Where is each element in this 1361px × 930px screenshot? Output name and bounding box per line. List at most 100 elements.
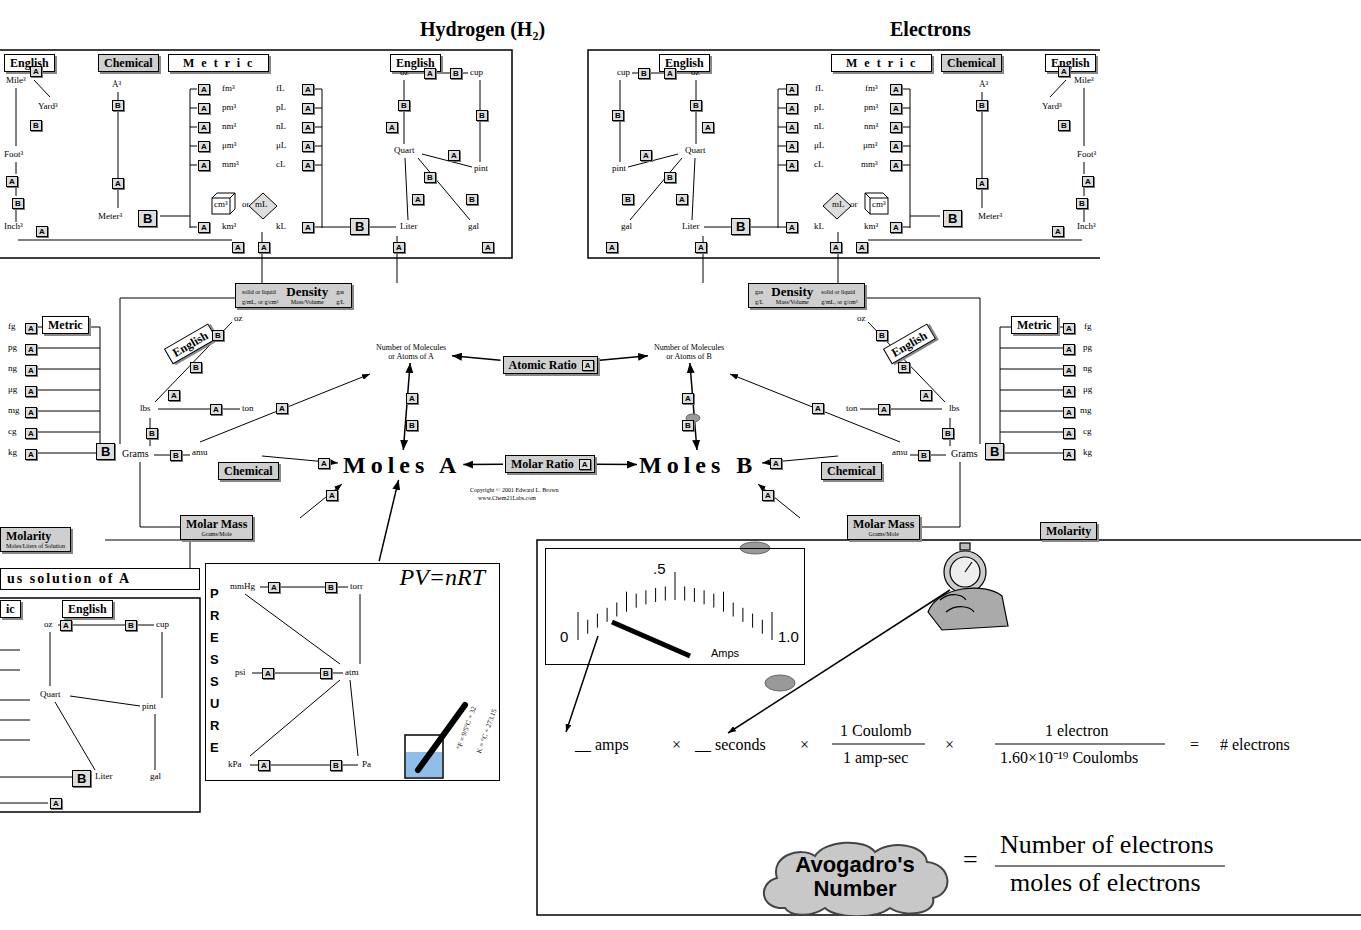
step-tag: B xyxy=(138,210,157,227)
dial-number: 0 xyxy=(560,628,568,645)
drawing-circle xyxy=(950,557,980,587)
step-tag: A xyxy=(890,141,902,152)
step-tag: A xyxy=(786,222,798,233)
step-tag: A xyxy=(25,449,37,460)
unit-label: fL xyxy=(276,84,285,94)
drawing-polygon xyxy=(249,193,277,219)
connector-arrow xyxy=(600,356,648,361)
equation-term: × xyxy=(800,736,809,754)
unit-label: Inch³ xyxy=(1077,222,1096,232)
step-tag: A xyxy=(890,160,902,171)
step-tag: A xyxy=(198,103,210,114)
step-tag: A xyxy=(25,365,37,376)
unit-label: mm³ xyxy=(861,160,878,170)
node-text: Molar Ratio xyxy=(511,457,574,471)
unit-label: or xyxy=(850,200,858,210)
unit-header: English xyxy=(1045,54,1096,72)
step-tag: B xyxy=(612,110,624,121)
drawing-line xyxy=(607,608,608,622)
drawing-path xyxy=(105,540,190,568)
unit-label: amu xyxy=(892,448,908,458)
unit-label: Quart xyxy=(40,690,61,700)
axis-letter: R xyxy=(210,718,219,733)
step-tag: A xyxy=(302,160,314,171)
unit-label: μm³ xyxy=(222,141,237,151)
drawing-ellipse xyxy=(765,675,795,691)
step-tag: A xyxy=(6,176,18,187)
unit-header: Chemical xyxy=(218,462,279,480)
step-tag: A xyxy=(702,122,714,133)
drawing-line xyxy=(762,620,763,634)
molarity-box: MolarityMoles/Liters of Solution xyxy=(0,527,71,552)
node-text: M e t r i c xyxy=(183,56,254,70)
dial-number: .5 xyxy=(653,560,666,577)
copyright-note: www.Chem21Labs.com xyxy=(478,495,536,502)
drawing-line xyxy=(616,602,617,616)
unit-label: nL xyxy=(276,122,286,132)
unit-label: cL xyxy=(814,160,824,170)
drawing-path xyxy=(928,588,1008,630)
step-tag: A xyxy=(258,242,270,253)
node-text: Moles A xyxy=(343,452,461,478)
step-tag: A xyxy=(640,150,652,161)
unit-label: Liter xyxy=(682,222,700,232)
drawing-path xyxy=(245,587,360,765)
step-tag: A xyxy=(112,178,124,189)
step-tag: A xyxy=(920,390,932,401)
node-text: Chemical xyxy=(827,464,876,478)
equation-term: × xyxy=(945,736,954,754)
count-text: Number of Molecules or Atoms of A xyxy=(372,343,450,361)
step-tag: B xyxy=(112,100,124,111)
molarity-box: Molarity xyxy=(1040,522,1097,540)
step-tag: A xyxy=(579,459,591,470)
connector-arrow xyxy=(597,464,637,466)
unit-label: gal xyxy=(468,222,479,232)
connector-arrow xyxy=(379,480,398,561)
unit-label: ng xyxy=(8,364,17,374)
unit-header: English xyxy=(883,324,936,365)
node-text: Grams/Mole xyxy=(186,531,247,538)
drawing-line xyxy=(636,594,637,608)
drawing-path xyxy=(190,89,197,228)
step-tag: A xyxy=(25,386,37,397)
unit-label: fg xyxy=(8,322,16,332)
step-tag: B xyxy=(170,450,182,461)
axis-letter: P xyxy=(210,586,219,601)
step-tag: B xyxy=(918,450,930,461)
unit-label: lbs xyxy=(140,404,151,414)
unit-label: μL xyxy=(276,141,286,151)
step-tag: B xyxy=(690,100,702,111)
step-tag: A xyxy=(393,242,405,253)
step-tag: A xyxy=(1063,449,1075,460)
drawing-g xyxy=(578,572,772,640)
step-tag: A xyxy=(1063,428,1075,439)
step-tag: B xyxy=(898,362,910,373)
unit-label: oz xyxy=(691,68,700,78)
density-box: solid or liquidg/mL, or g/cm³DensityMass… xyxy=(235,283,352,308)
node-text: Mass/Volume xyxy=(776,299,809,306)
step-tag: A xyxy=(482,242,494,253)
step-tag: A xyxy=(448,150,460,161)
step-tag: A xyxy=(25,323,37,334)
drawing-line xyxy=(626,592,627,612)
unit-label: fm³ xyxy=(222,84,235,94)
drawing-path xyxy=(150,322,240,455)
molar-mass-box: Molar MassGrams/Mole xyxy=(180,515,253,540)
drawing-path xyxy=(940,595,974,612)
step-tag: A xyxy=(762,490,774,501)
step-tag: A xyxy=(424,68,436,79)
node-text: Density xyxy=(286,285,328,299)
step-tag: B xyxy=(985,443,1004,460)
step-tag: A xyxy=(976,178,988,189)
step-tag: A xyxy=(856,242,868,253)
unit-header: M e t r i c xyxy=(831,54,932,72)
step-tag: A xyxy=(386,122,398,133)
equation-term: __ seconds xyxy=(695,736,766,754)
unit-label: cup xyxy=(156,620,169,630)
step-tag: B xyxy=(96,443,115,460)
step-tag: A xyxy=(1063,323,1075,334)
unit-label: mmHg xyxy=(230,582,255,592)
step-tag: A xyxy=(406,393,418,404)
node-text: Moles/Liters of Solution xyxy=(6,543,65,550)
unit-label: kg xyxy=(1083,448,1092,458)
